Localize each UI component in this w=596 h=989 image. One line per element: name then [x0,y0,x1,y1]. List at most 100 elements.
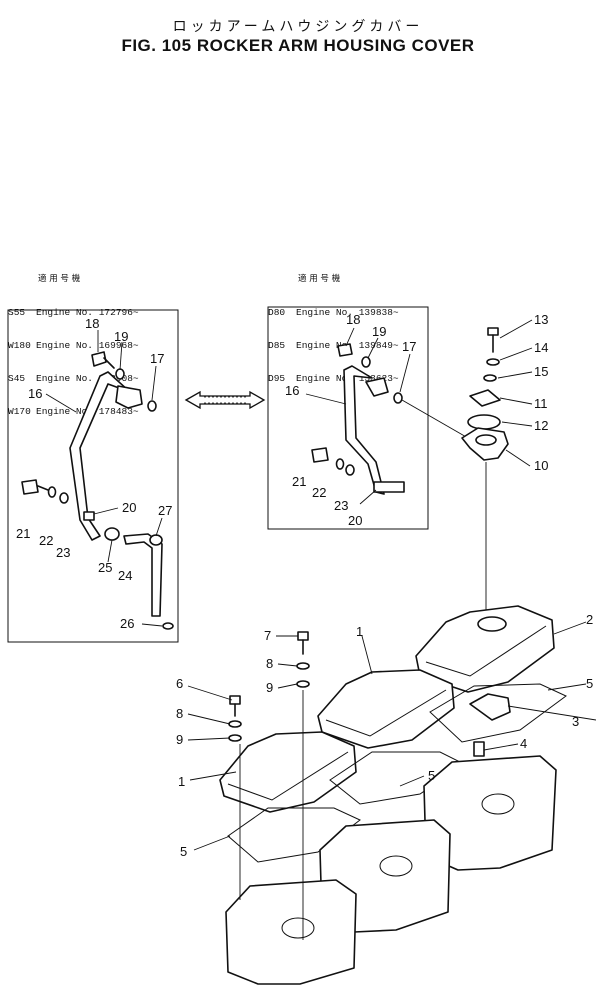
callout-label: 12 [534,418,548,433]
washer [296,680,310,688]
callout-label: 23 [334,498,348,513]
housing-bore [481,793,515,815]
callout-label: 1 [178,774,185,789]
leader-line [187,737,231,741]
cover-rib [425,625,547,677]
washer [115,368,125,380]
callout-label: 19 [372,324,386,339]
model-name: S55 [8,307,26,318]
cap-opening [475,434,497,446]
callout-label: 22 [312,485,326,500]
engine-number: Engine No. 169968~ [36,340,139,351]
figure-title: FIG. 105 ROCKER ARM HOUSING COVER [121,36,475,55]
leader-line [499,347,533,361]
leader-line [359,489,377,505]
leader-line [501,421,533,427]
leader-line [277,663,298,667]
callout-label: 9 [176,732,183,747]
bolt-shank [37,485,49,491]
gasket [467,414,501,430]
leader-line [45,393,77,413]
callout-label: 24 [118,568,132,583]
leader-line [499,397,533,405]
leader-line [399,353,411,393]
applicability-heading: 適 用 号 機 [38,274,81,284]
callout-label: 16 [285,383,299,398]
applicability-heading: 適 用 号 機 [298,274,341,284]
washer [345,464,355,476]
washer [296,662,310,670]
filler-neck [477,616,507,632]
model-name: D95 [268,373,286,384]
callout-label: 25 [98,560,112,575]
figure-title-japanese: ロッカアームハウジングカバー [172,19,424,35]
callout-label: 7 [264,628,271,643]
leader-line [361,635,373,675]
leader-line [497,371,533,379]
callout-label: 15 [534,364,548,379]
leader-line [155,517,163,537]
leader-line [345,327,355,347]
callout-label: 6 [176,676,183,691]
callout-label: 17 [402,339,416,354]
o-ring [147,400,157,412]
housing-bore [281,917,315,939]
arrow-hatch [204,396,246,404]
callout-label: 10 [534,458,548,473]
pipe-flange [115,385,143,409]
housing-bore [379,855,413,877]
pipe-flange [365,377,389,397]
callout-label: 18 [346,312,360,327]
leader-line [305,393,347,405]
leader-line [187,713,231,725]
leader-line [367,337,379,359]
callout-label: 1 [356,624,363,639]
clip [162,622,174,630]
callout-label: 11 [534,396,548,411]
washer [486,358,500,366]
leader-line [119,341,123,371]
leader-line [193,835,231,851]
callout-label: 26 [120,616,134,631]
rocker-cover-front [219,731,357,813]
leader-line [277,683,298,689]
washer [228,720,242,728]
model-name: W170 [8,406,31,417]
inset-box-right [267,306,429,530]
bolt-head [487,327,499,336]
bolt [311,447,329,463]
callout-label: 4 [520,736,527,751]
rocker-cover-middle [317,669,455,749]
bolt [91,351,107,367]
leader-line [93,507,119,515]
callout-label: 27 [158,503,172,518]
callout-label: 21 [16,526,30,541]
washer [335,458,345,470]
washer [59,492,69,504]
model-name: D85 [268,340,286,351]
leader-line [507,705,596,721]
plate [469,389,501,407]
leader-line [483,743,519,751]
model-name: D80 [268,307,286,318]
hose-clamp [149,534,163,546]
bolt-head [297,631,309,641]
callout-label: 20 [122,500,136,515]
model-name: S45 [8,373,26,384]
model-name: W180 [8,340,31,351]
leader-line [151,365,157,401]
connection-line [401,399,469,439]
bolt-shank [103,357,115,369]
callout-label: 18 [85,316,99,331]
leader-line [107,539,113,563]
leader-line [553,621,587,635]
washer [361,356,371,368]
callout-label: 5 [586,676,593,691]
leader-line [547,683,587,691]
hose-clamp [104,527,120,541]
leader-line [187,685,233,701]
callout-label: 8 [176,706,183,721]
